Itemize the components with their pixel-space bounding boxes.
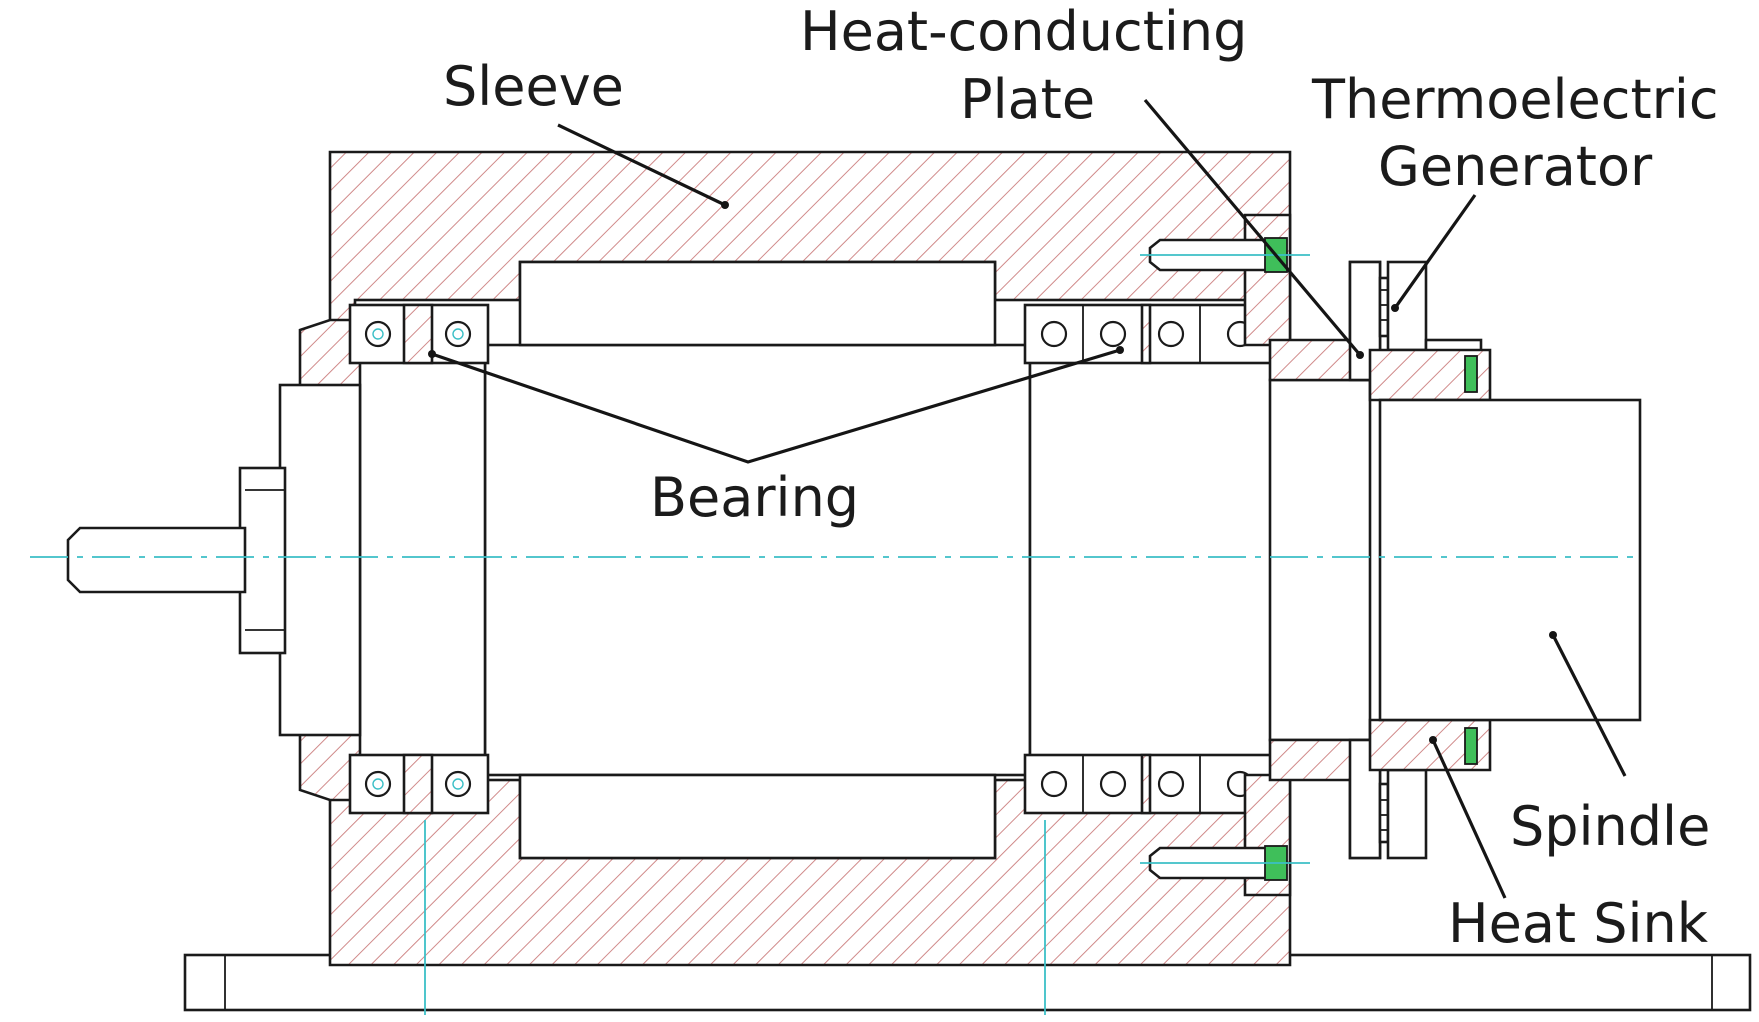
left-end-cap	[66, 318, 362, 802]
thermoelectric-generator-label-line2: Generator	[1378, 135, 1653, 198]
left-bearing-top	[348, 303, 490, 365]
mounting-screws	[1148, 237, 1288, 881]
center-lines	[30, 254, 1640, 1015]
sleeve-label: Sleeve	[443, 55, 624, 118]
left-bearing-bottom	[348, 753, 490, 815]
heat-conducting-plate-label-line2: Plate	[960, 68, 1095, 131]
heat-sink	[1368, 260, 1492, 860]
heat-conducting-plate	[1268, 260, 1382, 860]
spindle-label: Spindle	[1510, 795, 1710, 858]
right-bearing-top	[1023, 303, 1282, 365]
heat-sink-label: Heat Sink	[1448, 892, 1709, 955]
bearing-label: Bearing	[650, 466, 859, 529]
thermoelectric-generator-label-line1: Thermoelectric	[1311, 68, 1719, 131]
leader-lines	[428, 98, 1627, 899]
spindle-nose	[1378, 398, 1642, 722]
right-bearing-bottom	[1023, 753, 1282, 815]
heat-conducting-plate-label-line1: Heat-conducting	[800, 0, 1247, 63]
